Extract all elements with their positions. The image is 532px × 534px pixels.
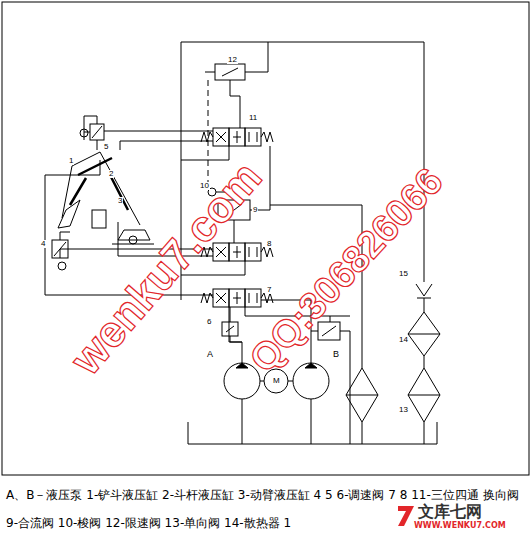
callout-number: 15	[398, 270, 409, 278]
callout-number: 1	[68, 157, 74, 165]
valve-arrows	[216, 247, 226, 257]
valve-block	[233, 246, 241, 258]
valve-spring	[261, 293, 273, 303]
callout-number: 2	[108, 170, 114, 178]
callout-number: 3	[117, 197, 123, 205]
callout-number: A	[206, 350, 214, 359]
relief-lines	[311, 316, 350, 444]
excavator-base	[112, 230, 154, 244]
frame	[2, 2, 529, 475]
valve-section	[229, 243, 245, 261]
pilot-line	[208, 80, 209, 186]
speed-valve-lines	[54, 242, 66, 256]
valve-section	[245, 128, 261, 146]
speed-valve-lines	[84, 116, 102, 150]
callout-number: 6	[206, 318, 212, 326]
callout-number: 8	[266, 240, 272, 248]
valve-spring	[261, 247, 273, 257]
callout-number: 7	[266, 286, 272, 294]
valve-arrows	[249, 247, 257, 257]
cooler-symbol	[408, 312, 440, 356]
valve-section	[213, 289, 229, 307]
valve-section	[213, 243, 229, 261]
valve-spring	[201, 293, 213, 303]
callout-number: M	[272, 377, 281, 385]
logo-mark	[398, 506, 414, 526]
callout-number: 5	[103, 143, 109, 151]
valve-arrows	[216, 132, 226, 142]
pump-a	[224, 363, 260, 399]
watermark: QQ:306826066	[243, 161, 449, 379]
valve-section	[213, 128, 229, 146]
valve-spring	[261, 132, 273, 142]
callout-number: 9	[252, 206, 258, 214]
limit-lines	[205, 42, 268, 128]
pump-b	[293, 363, 329, 399]
valve-block	[233, 292, 241, 304]
callout-number: 11	[248, 114, 258, 122]
logo-text: WWW.WENKU7.COM	[414, 522, 506, 530]
watermark: wenku7.com	[63, 154, 269, 382]
check-valve	[416, 284, 432, 298]
valve-section	[229, 128, 245, 146]
valve-section	[245, 289, 261, 307]
callout-number: 13	[398, 406, 409, 414]
cooler-symbol	[408, 368, 440, 422]
valve-section	[245, 243, 261, 261]
pump-triangle	[305, 363, 317, 368]
pump-triangle	[236, 363, 248, 368]
check-valve	[80, 129, 88, 137]
tank	[188, 422, 437, 444]
callout-number: B	[332, 350, 340, 359]
cylinder	[70, 158, 128, 210]
valve-arrows	[216, 293, 226, 303]
valve-spring	[201, 132, 213, 142]
speed-valve	[52, 240, 68, 258]
callout-number: 12	[227, 56, 238, 64]
excavator-arm	[58, 152, 140, 228]
logo-text: 文库七网	[418, 504, 482, 520]
callout-number: 4	[40, 240, 46, 248]
check-valve	[58, 262, 66, 270]
cylinder-3	[92, 210, 106, 228]
relief-lines	[226, 307, 242, 342]
valve-arrows	[249, 132, 257, 142]
valve-arrows	[249, 293, 257, 303]
excavator-wheel	[129, 236, 137, 244]
valve-section	[229, 289, 245, 307]
valve-block	[233, 131, 241, 143]
callout-number: 14	[398, 336, 409, 344]
